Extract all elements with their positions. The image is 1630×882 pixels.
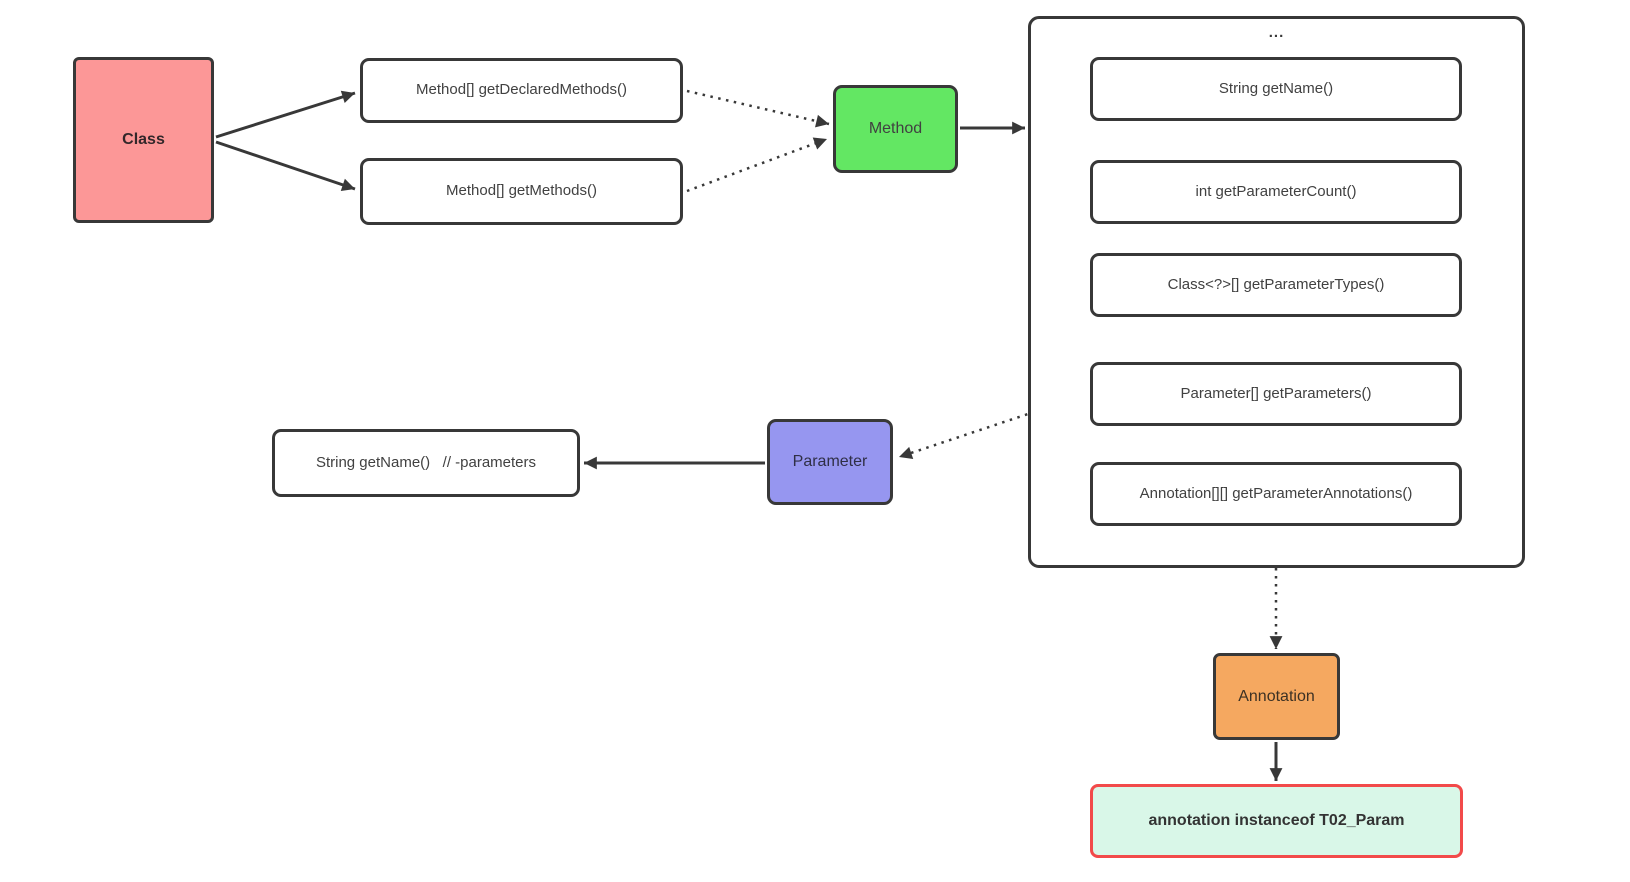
node-method: Method [833, 85, 958, 173]
dotted-arrow-getmethods-to-method [686, 137, 828, 193]
node-parameter-getname: String getName() // -parameters [272, 429, 580, 497]
node-get-declared-methods: Method[] getDeclaredMethods() [360, 58, 683, 123]
member-get-name: String getName() [1090, 57, 1462, 121]
node-annotation-instanceof: annotation instanceof T02_Param [1090, 784, 1463, 858]
member-get-parameter-count: int getParameterCount() [1090, 160, 1462, 224]
member-get-parameter-types: Class<?>[] getParameterTypes() [1090, 253, 1462, 317]
member-get-parameter-annotations: Annotation[][] getParameterAnnotations() [1090, 462, 1462, 526]
arrow-class-to-getdeclaredmethods [215, 90, 356, 139]
node-parameter: Parameter [767, 419, 893, 505]
node-class: Class [73, 57, 214, 223]
arrow-class-to-getmethods [215, 140, 356, 191]
node-annotation: Annotation [1213, 653, 1340, 740]
member-get-parameters: Parameter[] getParameters() [1090, 362, 1462, 426]
method-members-ellipsis: ... [1268, 23, 1285, 41]
node-get-methods: Method[] getMethods() [360, 158, 683, 225]
dotted-arrow-getdeclaredmethods-to-method [686, 89, 830, 128]
